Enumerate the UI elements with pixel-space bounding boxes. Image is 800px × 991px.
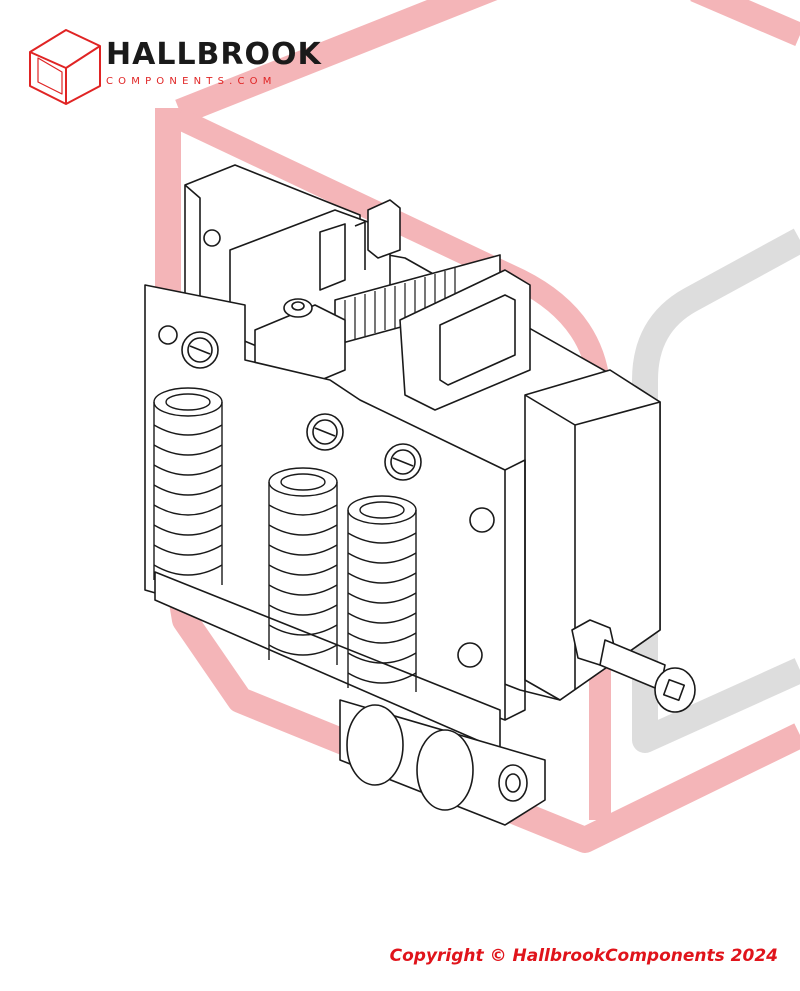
spring-right [347,495,417,692]
slotted-screw-left [181,331,219,369]
spring-center [268,467,338,665]
watermark-red-frame-top [175,0,498,125]
slotted-screw-right [384,443,422,481]
brand-logo: HALLBROOK COMPONENTS.COM [26,26,326,106]
brand-name: HALLBROOK [106,37,322,72]
watermark-red-frame-right [690,0,800,47]
front-plate-thickness [504,459,526,721]
guide-block-slot [319,221,366,291]
copyright-notice: Copyright © HallbrookComponents 2024 [389,946,778,966]
pin-post [367,199,401,259]
roller-assembly [339,699,546,826]
part-drawing [144,164,696,826]
front-plate-hole-lower-right [457,642,483,668]
cube-icon [29,29,101,105]
slotted-screw-center [306,413,344,451]
brand-subtitle: COMPONENTS.COM [106,76,277,87]
front-plate-hole-right [469,507,495,533]
spring-left [153,387,223,585]
cap-screw [571,619,696,713]
latch-window [439,294,516,386]
roller-left [346,704,404,786]
back-plate-hole [203,229,221,247]
roller-right [416,729,474,811]
watermark-grey-arc [632,228,800,753]
front-plate-hole-upper-left [158,325,178,345]
clamp-screw-socket [291,301,305,311]
